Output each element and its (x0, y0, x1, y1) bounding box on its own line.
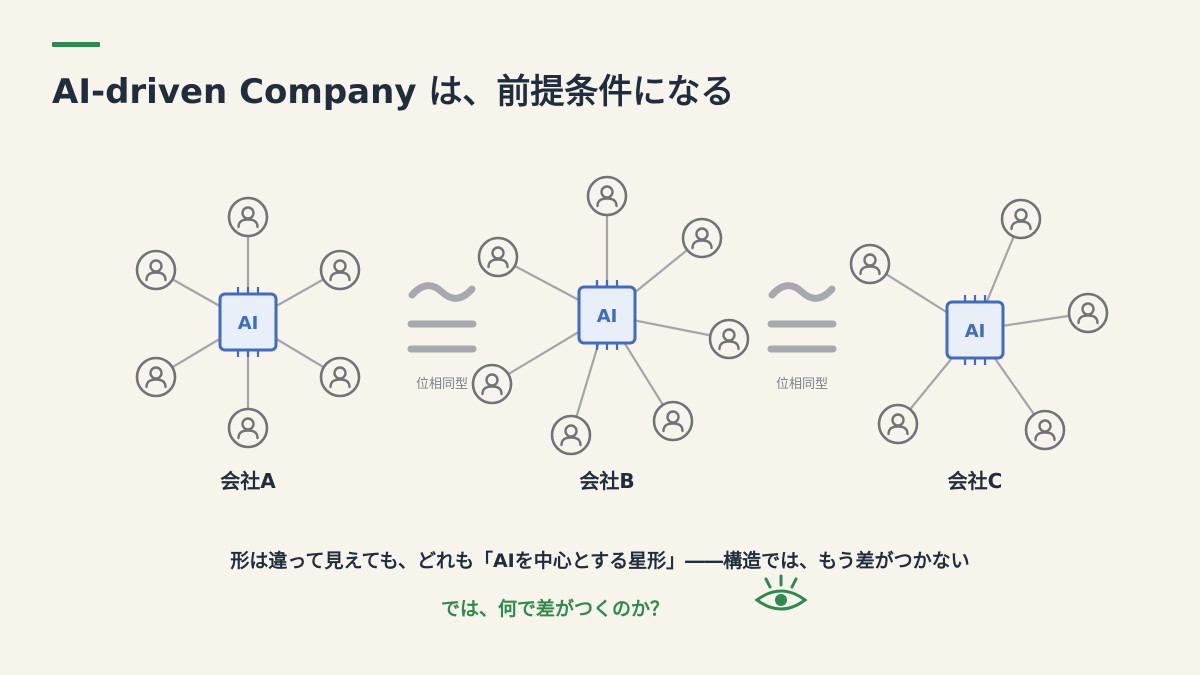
person-icon (227, 196, 269, 238)
nodes-layer (135, 175, 1109, 456)
ai-chip-icon: AI (577, 280, 637, 350)
person-icon (849, 243, 891, 285)
person-icon (227, 407, 269, 449)
company-label-c: 会社C (947, 469, 1003, 493)
person-icon (681, 217, 723, 259)
person-icon (586, 175, 628, 217)
company-label-b: 会社B (579, 469, 635, 493)
question-text: では、何で差がつくのか？ (440, 598, 669, 620)
statement-text: 形は違って見えても、どれも「AIを中心とする星形」――構造では、もう差がつかない (230, 550, 970, 572)
person-icon (1000, 198, 1042, 240)
ai-chip-icon: AI (218, 287, 278, 357)
ai-chip-label: AI (597, 306, 618, 327)
person-icon (135, 249, 177, 291)
isomorphism-label-1: 位相同型 (415, 377, 468, 392)
eye-icon (754, 574, 808, 611)
slide-title: AI-driven Company は、前提条件になる (52, 72, 735, 112)
company-label-a: 会社A (220, 469, 276, 493)
hubs-layer: AI AI AI (218, 280, 1005, 365)
person-icon (652, 400, 694, 442)
person-icon (550, 414, 592, 456)
ai-chip-icon: AI (945, 295, 1005, 365)
person-icon (1067, 292, 1109, 334)
isomorphism-label-2: 位相同型 (775, 377, 828, 392)
accent-bar (52, 42, 100, 47)
person-icon (319, 356, 361, 398)
person-icon (477, 236, 519, 278)
congruence-icon (407, 282, 477, 353)
ai-chip-label: AI (965, 321, 986, 342)
person-icon (319, 249, 361, 291)
symbols-layer (407, 282, 837, 353)
congruence-icon (767, 282, 837, 353)
person-icon (877, 403, 919, 445)
ai-chip-label: AI (238, 313, 259, 334)
person-icon (135, 356, 177, 398)
person-icon (471, 363, 513, 405)
person-icon (1024, 409, 1066, 451)
person-icon (708, 318, 750, 360)
